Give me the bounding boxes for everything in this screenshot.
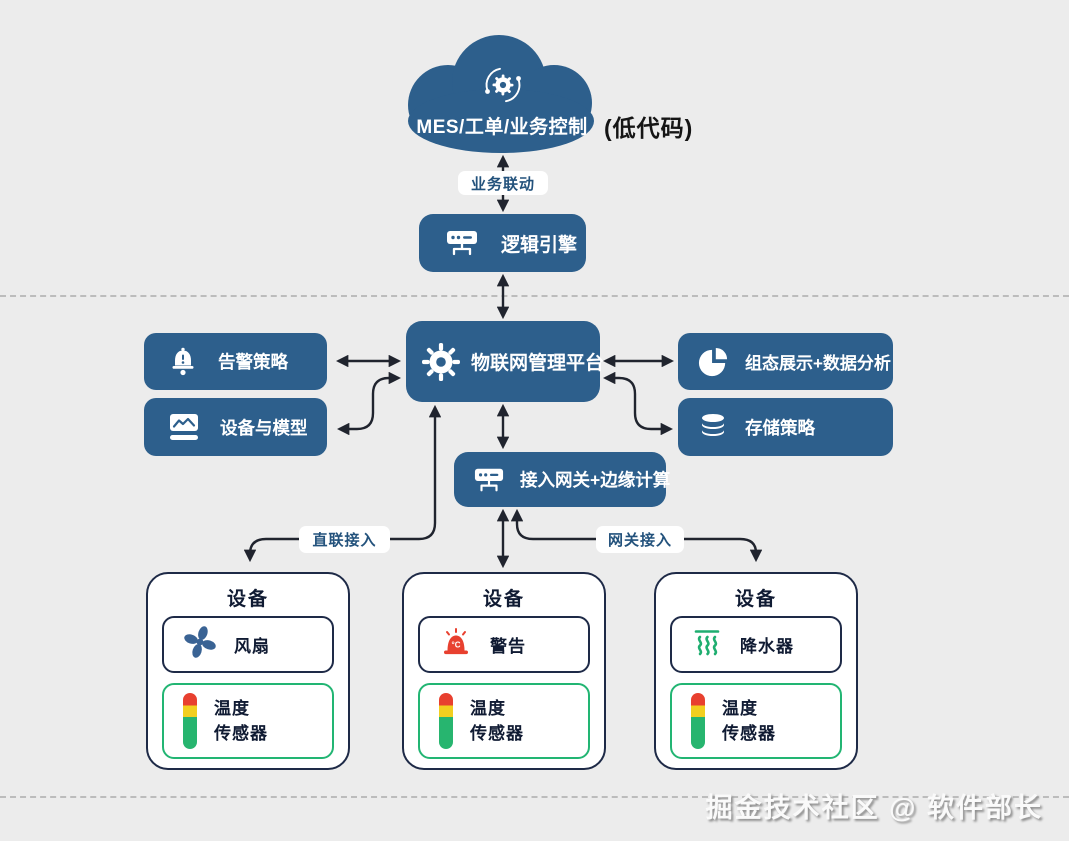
thermometer-icon (691, 693, 705, 749)
pie-chart-icon (698, 346, 728, 378)
gateway-access-label: 网关接入 (596, 526, 684, 553)
edge-gateway-label: 接入网关+边缘计算 (520, 470, 671, 490)
device-card-icon (168, 412, 200, 442)
device-sensor-temperature: 温度 传感器 (162, 683, 334, 759)
switch-icon (472, 465, 506, 495)
cloud-title: MES/工单/业务控制 (416, 117, 588, 138)
device-title: 设备 (482, 589, 525, 610)
logic-engine-label: 逻辑引擎 (501, 234, 578, 256)
scada-analysis-label: 组态展示+数据分析 (745, 354, 891, 373)
device-model-label: 设备与模型 (220, 417, 308, 438)
node-alarm-policy: 告警策略 (144, 333, 327, 390)
top-dashed-divider (0, 295, 1069, 297)
node-edge-gateway: 接入网关+边缘计算 (454, 452, 670, 507)
bottom-dashed-divider (0, 796, 1069, 798)
device-sensor-temperature: 温度 传感器 (418, 683, 590, 759)
iot-platform-label: 物联网管理平台 (471, 353, 605, 374)
alarm-policy-label: 告警策略 (218, 352, 288, 372)
device-sensor-temperature: 温度 传感器 (670, 683, 842, 759)
thermometer-icon (439, 693, 453, 749)
device-title: 设备 (226, 589, 269, 610)
device-card-3: 设备 降水器 温度 传感器 (654, 572, 858, 770)
device-card-2: 设备 °C 警告 温度 传感器 (402, 572, 606, 770)
node-device-model: 设备与模型 (144, 398, 327, 456)
device-title: 设备 (734, 589, 777, 610)
arrow-model-platform (336, 371, 402, 436)
sensor-label: 温度 传感器 (214, 698, 268, 744)
node-storage-policy: 存储策略 (678, 398, 893, 456)
svg-text:°C: °C (452, 641, 461, 650)
node-logic-engine: 逻辑引擎 (419, 214, 586, 272)
arrow-platform-storage (602, 371, 674, 436)
bell-alert-icon (168, 346, 198, 378)
gear-sync-icon (485, 67, 521, 103)
actuator-label: 风扇 (234, 637, 270, 656)
switch-icon (444, 227, 480, 259)
thermometer-icon (183, 693, 197, 749)
node-scada-analysis: 组态展示+数据分析 (678, 333, 893, 390)
business-link-label: 业务联动 (458, 171, 548, 195)
node-iot-platform: 物联网管理平台 (406, 321, 604, 402)
sensor-label: 温度 传感器 (722, 698, 776, 744)
steam-icon (691, 627, 723, 662)
sensor-label: 温度 传感器 (470, 698, 524, 744)
device-card-1: 设备 风扇 温度 传感器 (146, 572, 350, 770)
direct-access-label: 直联接入 (299, 526, 390, 553)
device-actuator-fan: 风扇 (162, 616, 334, 673)
gear-icon (421, 342, 461, 382)
cloud-mes (396, 33, 608, 157)
fan-icon (183, 625, 217, 664)
device-actuator-precipitator: 降水器 (670, 616, 842, 673)
alarm-light-icon: °C (439, 626, 473, 663)
actuator-label: 警告 (490, 637, 526, 656)
database-icon (698, 412, 728, 442)
watermark-text: 掘金技术社区 @ 软件部长 (705, 793, 1043, 823)
device-actuator-alarm: °C 警告 (418, 616, 590, 673)
actuator-label: 降水器 (740, 637, 794, 656)
low-code-annotation: (低代码) (604, 115, 694, 141)
storage-policy-label: 存储策略 (745, 417, 815, 438)
